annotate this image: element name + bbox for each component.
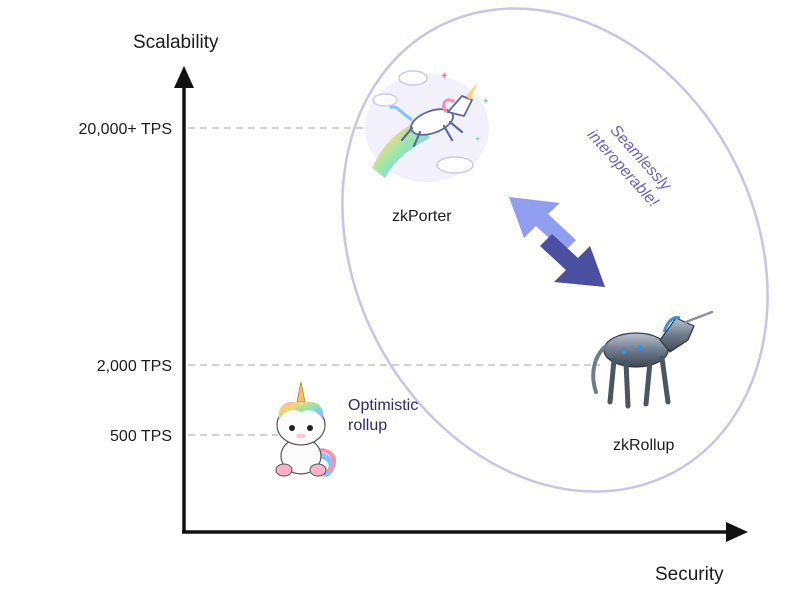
robot-unicorn-icon [591,310,714,409]
baby-unicorn-icon [275,381,337,477]
zkporter-label: zkPorter [392,208,452,225]
zk-ellipse [341,7,769,493]
x-axis-label: Security [655,564,724,585]
optimistic-label-line2: rollup [348,417,387,434]
optimistic-label-line1: Optimistic [348,397,418,414]
tick-20000: 20,000+ TPS [78,121,172,138]
y-axis-label: Scalability [133,32,219,53]
y-axis-arrowhead [174,66,194,88]
svg-text:✦: ✦ [440,71,448,82]
x-axis-arrowhead [726,522,748,542]
arrow-up-left [509,197,576,252]
tick-500: 500 TPS [110,428,172,445]
interop-annotation: Seamlessly interoperable! [584,122,675,211]
arrow-down-right [540,234,605,287]
axes [174,66,748,542]
tick-2000: 2,000 TPS [97,358,172,375]
zkrollup-label: zkRollup [613,437,674,454]
svg-text:✦: ✦ [474,134,482,144]
guide-lines [188,127,600,436]
svg-text:✦: ✦ [482,96,490,106]
interop-arrows [509,197,605,287]
rainbow-unicorn-icon: ✦ ✦ ✦ [365,70,490,182]
